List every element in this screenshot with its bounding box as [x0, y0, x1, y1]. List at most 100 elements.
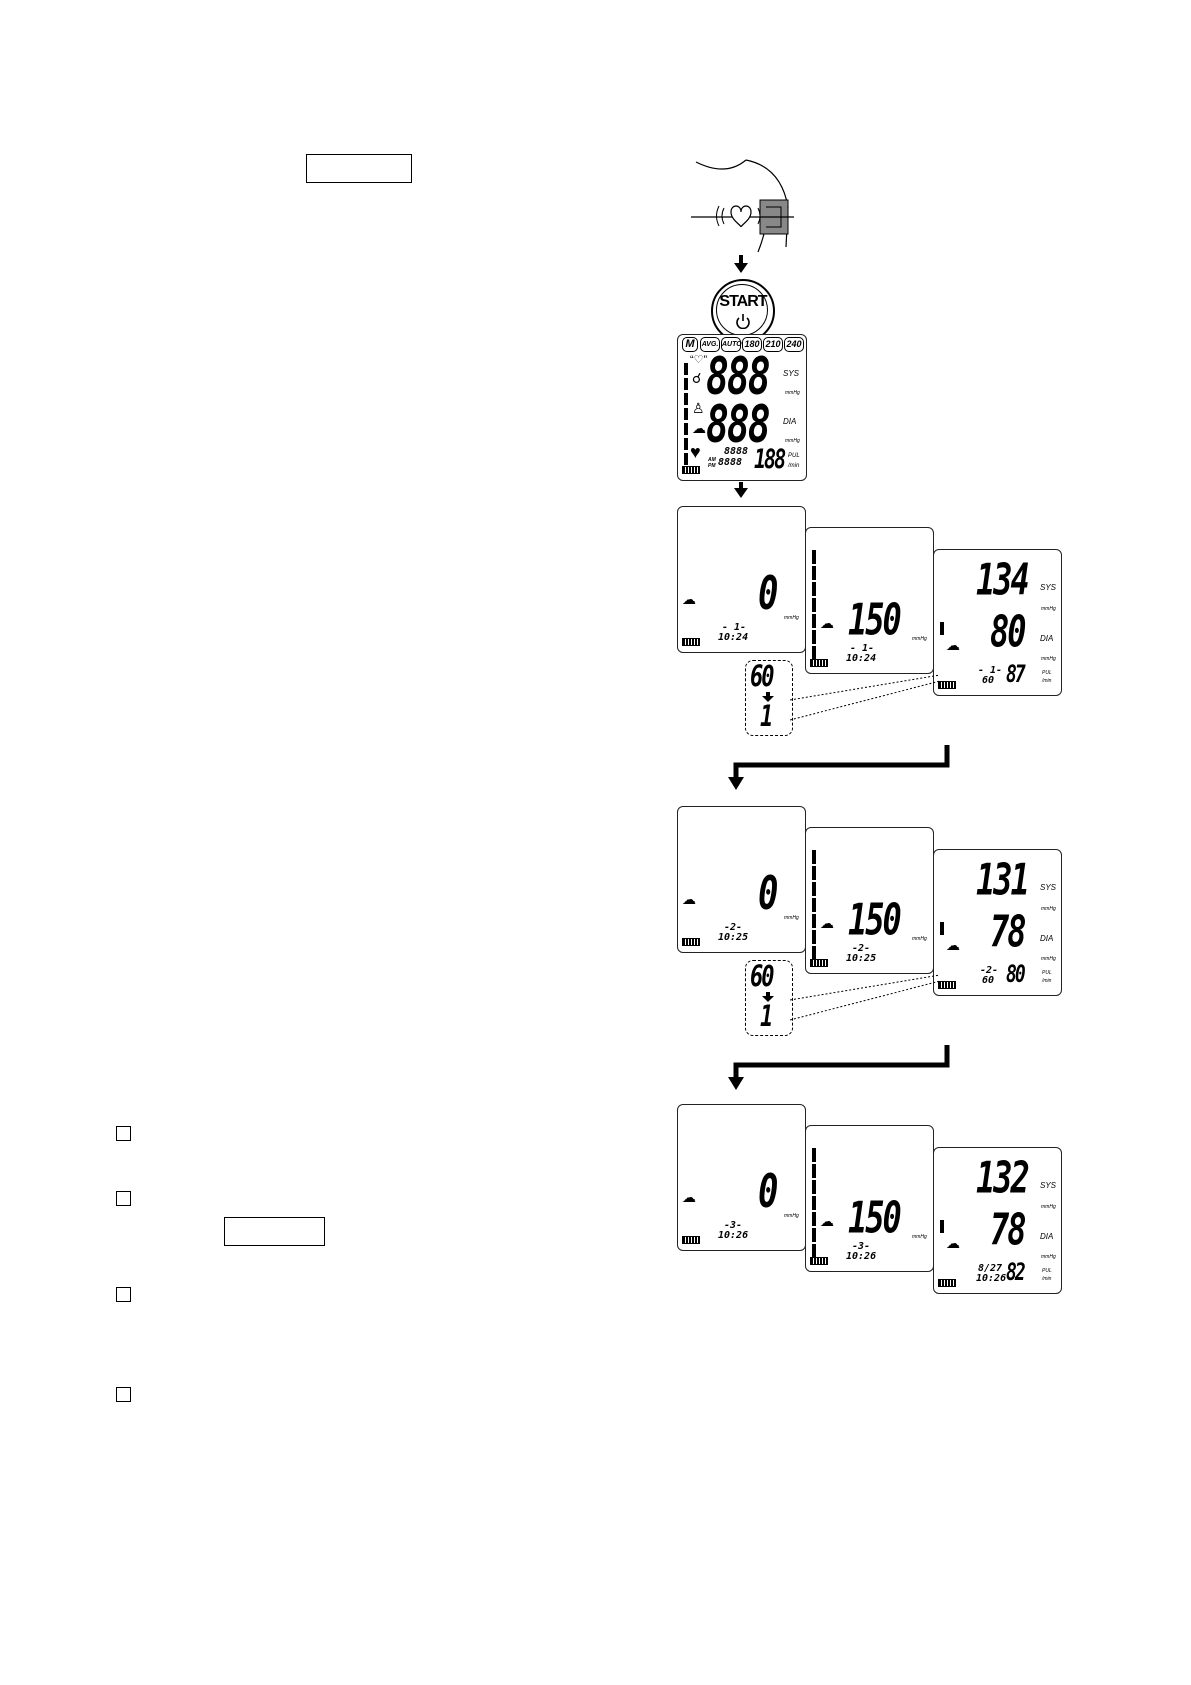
dia-label: DIA	[783, 417, 797, 426]
pm-label: PM	[708, 463, 716, 469]
inflate-value: 150	[848, 593, 902, 646]
start-display-3: ☁ 0 mmHg -3- 10:26	[677, 1104, 806, 1251]
clock-time: 10:24	[846, 653, 877, 664]
per-min-label: /min	[1042, 678, 1052, 684]
clock-time: 10:26	[718, 1230, 749, 1241]
pul-label: PUL	[788, 453, 800, 459]
measurement-counter: - 1-	[978, 665, 1003, 676]
countdown-box-2: 60 1	[745, 960, 793, 1036]
clock-time: 10:25	[718, 932, 749, 943]
battery-icon	[810, 959, 828, 967]
sys-label: SYS	[1040, 1181, 1057, 1190]
per-min-label: /min	[788, 463, 800, 469]
unit-label: mmHg	[784, 615, 799, 621]
dia-label: DIA	[1040, 934, 1054, 943]
pressure-bar	[812, 550, 816, 662]
measurement-counter: - 1-	[722, 622, 747, 633]
arrow-down-2-icon	[734, 488, 748, 498]
arm-cuff-illustration	[691, 159, 794, 253]
dia-label: DIA	[1040, 634, 1054, 643]
inflate-display-1: ☁ 150 mmHg - 1- 10:24	[805, 527, 934, 674]
posture-icon: ♙	[692, 400, 705, 416]
battery-icon	[938, 1279, 956, 1287]
time-digits-top: 8888	[724, 446, 749, 457]
unit-label: mmHg	[1041, 906, 1056, 912]
pulse-value: 87	[1006, 660, 1026, 689]
battery-icon	[682, 638, 700, 646]
callout-lines-2	[790, 974, 941, 1021]
pul-label: PUL	[1042, 670, 1052, 676]
pressure-bar	[812, 850, 816, 962]
unit-label: mmHg	[912, 936, 927, 942]
arrow-stem-2	[739, 482, 743, 488]
sys-label: SYS	[1040, 883, 1057, 892]
measurement-counter: -3-	[724, 1220, 743, 1231]
arrow-down-1-icon	[734, 263, 748, 273]
pulse-digits: 188	[754, 442, 786, 475]
full-segment-display: M AVG. AUTO 180 210 240 “♡” ☌ ♙ ☁ ♥ 888 …	[677, 334, 807, 481]
result-display-2: 131 SYS mmHg ☁ 78 DIA mmHg -2- 60 80 PUL…	[933, 849, 1062, 996]
battery-icon	[810, 1257, 828, 1265]
motion-icon: ☌	[692, 370, 702, 386]
pressure-bar	[812, 1148, 816, 1260]
checkbox-4[interactable]	[116, 1387, 131, 1402]
unit-label: mmHg	[1041, 606, 1056, 612]
checkbox-2[interactable]	[116, 1191, 131, 1206]
inflate-value: 150	[848, 893, 902, 946]
date-value: 8/27	[978, 1263, 1003, 1274]
dia-value: 80	[990, 605, 1027, 658]
cuff-icon: ☁	[682, 891, 696, 907]
dia-digits: 888	[706, 394, 771, 455]
unit-label: mmHg	[784, 1213, 799, 1219]
pulse-value: 80	[1006, 960, 1026, 989]
countdown-to: 1	[760, 1000, 773, 1035]
arrow-stem-1	[739, 255, 743, 264]
battery-icon	[810, 659, 828, 667]
unit-label: mmHg	[912, 636, 927, 642]
measurement-counter: -3-	[852, 1241, 871, 1252]
pressure-bar	[940, 922, 944, 935]
heart-signal-icon: “♡”	[690, 354, 708, 366]
clock-time: 10:24	[718, 632, 749, 643]
cuff-icon: ☁	[946, 937, 960, 953]
cuff-icon: ☁	[692, 420, 706, 436]
cuff-icon: ☁	[820, 915, 834, 931]
result-display-3: 132 SYS mmHg ☁ 78 DIA mmHg 8/27 10:26 82…	[933, 1147, 1062, 1294]
result-display-1: 134 SYS mmHg ☁ 80 DIA mmHg - 1- 60 87 PU…	[933, 549, 1062, 696]
cuff-icon: ☁	[946, 637, 960, 653]
countdown-box-1: 60 1	[745, 660, 793, 736]
pulse-value: 82	[1006, 1258, 1026, 1287]
auto-chip: AUTO	[721, 337, 742, 352]
countdown-arrow-stem	[766, 692, 770, 696]
heart-icon: ♥	[690, 442, 701, 462]
countdown-from: 60	[750, 960, 774, 995]
unit-label: mmHg	[1041, 1204, 1056, 1210]
measurement-counter: -2-	[980, 965, 999, 976]
inflate-display-2: ☁ 150 mmHg -2- 10:25	[805, 827, 934, 974]
callout-lines-1	[790, 674, 941, 721]
start-label: START	[719, 293, 767, 310]
battery-icon	[938, 681, 956, 689]
start-value: 0	[758, 1164, 779, 1219]
checkbox-1[interactable]	[116, 1126, 131, 1141]
inflate-value: 150	[848, 1191, 902, 1244]
power-icon	[736, 314, 750, 329]
countdown-value: 60	[982, 975, 995, 986]
time-digits-bottom: 8888	[718, 457, 743, 468]
am-label: AM	[708, 457, 716, 463]
sys-label: SYS	[1040, 583, 1057, 592]
cuff-icon: ☁	[682, 1189, 696, 1205]
sys-value: 134	[976, 553, 1030, 606]
connector-arrow-2	[728, 1045, 950, 1090]
pressure-bar	[940, 1220, 944, 1233]
measurement-counter: -2-	[852, 943, 871, 954]
blank-box-middle	[224, 1217, 325, 1246]
pressure-bar	[684, 363, 688, 471]
sys-value: 132	[976, 1151, 1030, 1204]
cuff-icon: ☁	[820, 615, 834, 631]
pressure-bar	[940, 622, 944, 635]
dia-value: 78	[990, 1203, 1027, 1256]
checkbox-3[interactable]	[116, 1287, 131, 1302]
pul-label: PUL	[1042, 970, 1052, 976]
per-min-label: /min	[1042, 1276, 1052, 1282]
